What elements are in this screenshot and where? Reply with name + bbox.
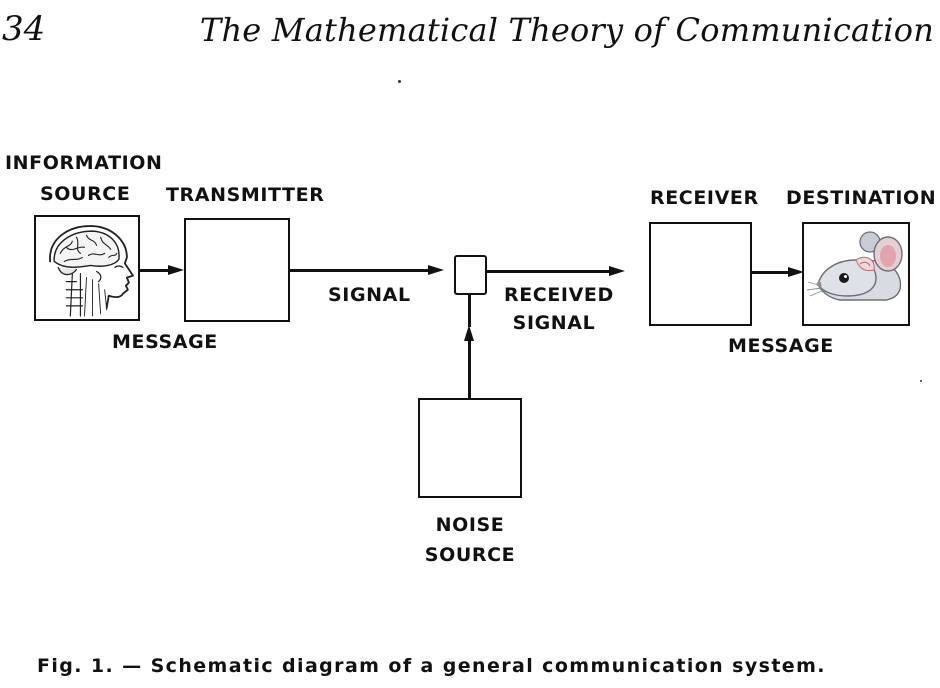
noise-source-label-line2: SOURCE	[424, 544, 516, 566]
signal-label: SIGNAL	[328, 284, 411, 306]
mouse-icon	[806, 231, 903, 301]
message-out-arrowhead	[788, 267, 804, 277]
transmitter-label: TRANSMITTER	[166, 184, 325, 206]
message-label-right: MESSAGE	[728, 335, 834, 357]
transmitter-block	[184, 218, 290, 322]
noise-source-label-line1: NOISE	[435, 514, 505, 536]
received-signal-arrowhead	[609, 266, 625, 276]
message-line	[140, 269, 170, 272]
print-speck	[398, 80, 401, 83]
information-source-label-line2: SOURCE	[40, 183, 131, 205]
signal-line	[290, 269, 430, 272]
received-signal-label-line1: RECEIVED	[504, 284, 614, 306]
message-out-line	[752, 271, 790, 274]
running-head: The Mathematical Theory of Communication	[199, 11, 934, 49]
message-label-left: MESSAGE	[112, 331, 218, 353]
received-signal-label-line2: SIGNAL	[512, 312, 596, 334]
noise-line-upper	[468, 295, 471, 327]
destination-block	[802, 222, 910, 326]
noise-arrowhead	[464, 325, 474, 341]
page-number: 34	[2, 9, 46, 49]
noise-junction	[454, 255, 487, 295]
human-head-brain-icon	[49, 225, 134, 317]
signal-arrowhead	[428, 265, 444, 275]
message-arrowhead	[168, 265, 184, 275]
print-speck	[920, 380, 922, 382]
figure-caption: Fig. 1. — Schematic diagram of a general…	[37, 655, 826, 677]
information-source-label-line1: INFORMATION	[5, 152, 163, 174]
noise-line	[468, 340, 471, 399]
information-source-block	[34, 215, 140, 321]
received-signal-line	[487, 270, 611, 273]
receiver-block	[649, 222, 752, 326]
destination-label: DESTINATION	[786, 187, 937, 209]
receiver-label: RECEIVER	[650, 187, 759, 209]
noise-source-block	[418, 398, 522, 498]
